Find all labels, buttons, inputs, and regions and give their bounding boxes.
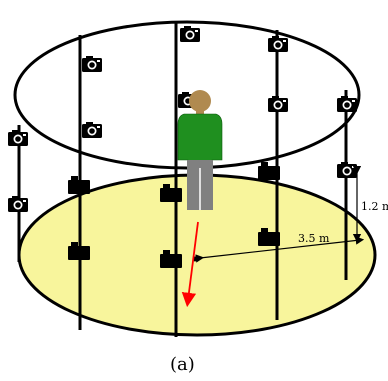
radius-dimension [195,236,365,263]
person-neck [196,110,204,116]
person-icon [177,90,223,210]
direction-arrow [181,221,199,308]
radius-label: 3.5 m [298,232,330,245]
height-label: 1.2 m [361,200,388,213]
figure-caption: (a) [170,354,195,375]
person-shirt [177,113,223,163]
person-head [189,90,211,112]
